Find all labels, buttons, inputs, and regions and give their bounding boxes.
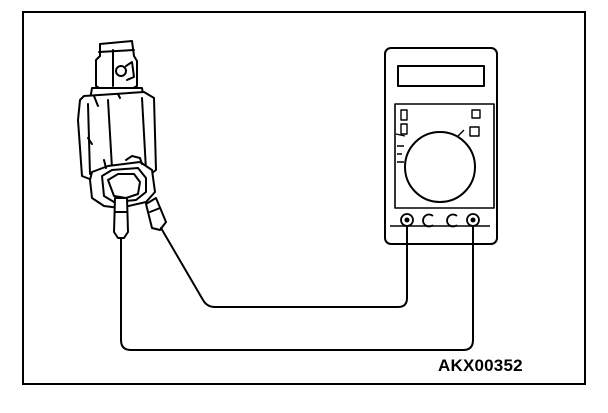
multimeter-button [471, 109, 481, 119]
input-jack [446, 213, 458, 228]
diagram-frame [22, 11, 586, 385]
figure-code-label: AKX00352 [438, 356, 523, 375]
multimeter-icon [384, 47, 498, 245]
selector-dial [404, 131, 476, 203]
multimeter-button [469, 126, 480, 137]
solenoid-valve-icon [77, 40, 157, 209]
test-probes [113, 197, 167, 239]
multimeter-display [397, 65, 485, 87]
test-lead-wire [160, 225, 408, 308]
multimeter-button [400, 109, 408, 121]
test-lead-wire [120, 225, 474, 351]
multimeter-button [400, 123, 408, 135]
input-jack [422, 213, 434, 228]
test-leads [120, 225, 474, 351]
